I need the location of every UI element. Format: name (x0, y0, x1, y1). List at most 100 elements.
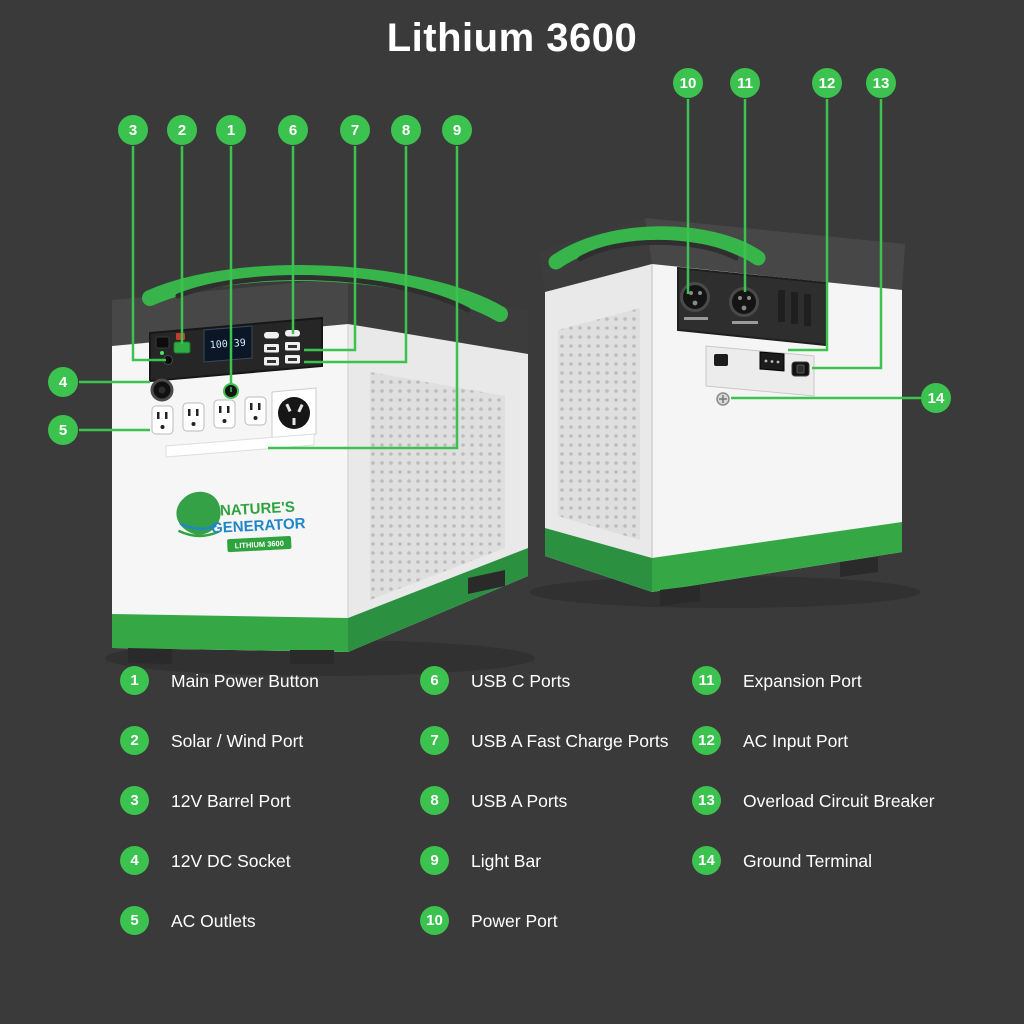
legend-item-9: 9 Light Bar (420, 846, 668, 906)
dc-socket (150, 378, 174, 402)
carry-handle-icon (142, 265, 508, 322)
carry-handle-icon (548, 226, 766, 270)
legend-label: Overload Circuit Breaker (743, 791, 935, 811)
model-badge-bg (227, 535, 292, 553)
ac-input-port (759, 351, 785, 372)
legend-item-1: 1 Main Power Button (120, 666, 319, 726)
feet (128, 570, 505, 664)
page-title: Lithium 3600 (386, 16, 638, 60)
green-base-stripe (112, 548, 528, 652)
legend-label: USB C Ports (471, 671, 571, 691)
side-vent-panel (545, 264, 652, 592)
legend-item-4: 4 12V DC Socket (120, 846, 319, 906)
rear-input-panel (705, 345, 815, 397)
legend-number-badge: 3 (120, 786, 149, 815)
legend-item-11: 11 Expansion Port (692, 666, 935, 726)
legend-item-14: 14 Ground Terminal (692, 846, 935, 906)
legend-number-badge: 13 (692, 786, 721, 815)
ground-terminal (716, 392, 730, 406)
ac-outlet (244, 396, 267, 426)
control-panel: 100.39 (149, 316, 323, 383)
brand-name-bottom: GENERATOR (211, 515, 306, 537)
ac-outlet (213, 399, 236, 429)
usb-a-ports (264, 355, 300, 366)
expansion-port (729, 287, 759, 317)
led-dot (160, 351, 164, 355)
legend-label: AC Input Port (743, 731, 849, 751)
legend-number-badge: 1 (120, 666, 149, 695)
callout-badge-11: 11 (730, 68, 760, 98)
legend-column-1: 1 Main Power Button 2 Solar / Wind Port … (120, 666, 319, 966)
legend-item-13: 13 Overload Circuit Breaker (692, 786, 935, 846)
ac-outlets (151, 387, 317, 439)
callout-badge-13: 13 (866, 68, 896, 98)
indicator-light (176, 333, 185, 340)
legend-label: USB A Ports (471, 791, 568, 811)
callout-badge-10: 10 (673, 68, 703, 98)
rear-face (652, 264, 902, 592)
leader-line-8 (304, 146, 408, 364)
display-screen: 100.39 (203, 325, 253, 363)
legend-number-badge: 5 (120, 906, 149, 935)
leader-line-3 (131, 146, 166, 362)
leader-line-12 (788, 99, 829, 352)
legend-number-badge: 6 (420, 666, 449, 695)
callout-badge-7: 7 (340, 115, 370, 145)
legend-label: AC Outlets (171, 911, 256, 931)
legend-column-2: 6 USB C Ports 7 USB A Fast Charge Ports … (420, 666, 668, 966)
callout-badge-3: 3 (118, 115, 148, 145)
recess-vent-slots (778, 290, 811, 326)
legend-number-badge: 7 (420, 726, 449, 755)
legend-label: Ground Terminal (743, 851, 873, 871)
feet (660, 557, 878, 606)
panel-switch (155, 336, 170, 349)
legend-number-badge: 9 (420, 846, 449, 875)
front-view-illustration: 100.39 (112, 265, 528, 664)
legend-column-3: 11 Expansion Port 12 AC Input Port 13 Ov… (692, 666, 935, 906)
legend-item-12: 12 AC Input Port (692, 726, 935, 786)
callout-badge-9: 9 (442, 115, 472, 145)
legend-number-badge: 8 (420, 786, 449, 815)
legend-item-5: 5 AC Outlets (120, 906, 319, 966)
ac-outlet-30a (271, 387, 317, 439)
brand-name-top: NATURE'S (220, 499, 296, 520)
legend-item-3: 3 12V Barrel Port (120, 786, 319, 846)
circuit-breaker (791, 361, 810, 377)
legend-label: Power Port (471, 911, 558, 931)
callout-badge-8: 8 (391, 115, 421, 145)
legend-item-8: 8 USB A Ports (420, 786, 668, 846)
brand-logo: NATURE'S GENERATOR LITHIUM 3600 (176, 491, 306, 553)
legend-number-badge: 2 (120, 726, 149, 755)
usb-a-fast-charge-ports (264, 342, 300, 353)
ac-outlet (151, 405, 174, 435)
legend-number-badge: 12 (692, 726, 721, 755)
callout-badge-4: 4 (48, 367, 78, 397)
light-bar (165, 433, 315, 458)
display-value: 100.39 (209, 338, 246, 351)
callout-badge-14: 14 (921, 383, 951, 413)
power-port (680, 282, 710, 312)
leader-line-9 (268, 146, 459, 450)
callout-badge-2: 2 (167, 115, 197, 145)
main-power-button (223, 383, 239, 399)
callout-badge-12: 12 (812, 68, 842, 98)
legend-number-badge: 4 (120, 846, 149, 875)
legend-label: Main Power Button (171, 671, 319, 691)
legend-item-10: 10 Power Port (420, 906, 668, 966)
legend-label: Light Bar (471, 851, 542, 871)
legend-number-badge: 11 (692, 666, 721, 695)
panel-switch (714, 354, 728, 366)
back-view-illustration (538, 218, 905, 606)
legend-item-6: 6 USB C Ports (420, 666, 668, 726)
legend-label: 12V DC Socket (171, 851, 291, 871)
leader-lines (79, 99, 921, 450)
callout-badge-5: 5 (48, 415, 78, 445)
model-badge-label: LITHIUM 3600 (235, 539, 285, 551)
ac-outlet (182, 402, 205, 432)
legend-label: Solar / Wind Port (171, 731, 304, 751)
legend-number-badge: 10 (420, 906, 449, 935)
leader-line-7 (304, 146, 357, 352)
leader-line-13 (812, 99, 883, 370)
